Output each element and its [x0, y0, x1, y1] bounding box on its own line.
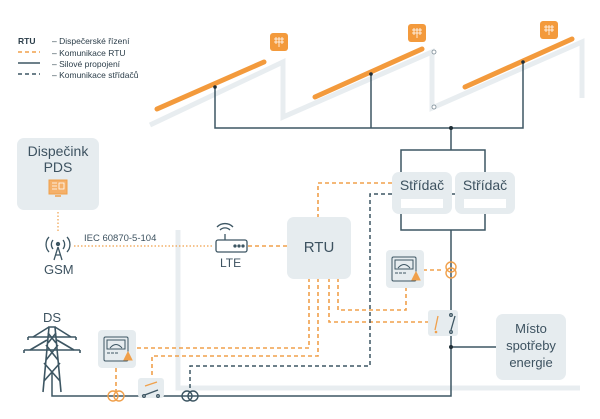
solar-icon-1: [270, 33, 288, 51]
consumption-line1: Místo: [515, 321, 547, 336]
solar-panel-3: [462, 36, 575, 90]
inverter-1-label: Střídač: [399, 177, 445, 193]
legend-key-rtu: RTU: [18, 36, 36, 46]
inverter-box-1: Střídač: [392, 172, 452, 214]
inverter-1-display: [401, 199, 443, 208]
consumption-line3: energie: [509, 355, 553, 370]
protocol-label: IEC 60870-5-104: [84, 233, 157, 244]
legend-key-dark-dashed: [18, 69, 40, 81]
power-tower-icon: [23, 326, 81, 393]
plant-meter-icon: [391, 256, 421, 282]
grid-meter-icon: [103, 336, 133, 362]
solar-icon-2: [408, 24, 426, 42]
dispatch-pds-box: Dispečink PDS: [17, 138, 99, 210]
solar-icon-3: [540, 21, 558, 39]
plant-breaker-icon: [434, 313, 456, 334]
dispatch-subtitle: PDS: [43, 159, 73, 175]
lte-router-icon: [215, 222, 248, 253]
grid-breaker-icon: [141, 381, 160, 398]
consumption-line2: spotřeby: [506, 338, 556, 353]
grid-breaker-box: [138, 378, 164, 398]
inverter-2-display: [464, 199, 506, 208]
legend-item-inverter-comm: – Komunikace střídačů: [18, 69, 138, 81]
current-transformer-2: [181, 390, 199, 402]
legend-label: – Komunikace střídačů: [52, 70, 139, 80]
legend-key-solid-dark: [18, 58, 40, 70]
grid-label: DS: [43, 310, 62, 325]
gsm-label: GSM: [44, 262, 74, 277]
solar-panel-1: [154, 59, 267, 112]
building-outline: [175, 230, 580, 391]
inverter-box-2: Střídač: [455, 172, 515, 214]
legend-label: – Dispečerské řízení: [52, 36, 130, 46]
dispatch-title: Dispečink: [27, 143, 89, 159]
consumption-point-box: Místo spotřeby energie: [496, 314, 566, 380]
control-monitor-icon: [48, 179, 68, 197]
legend-item-power: – Silové propojení: [18, 58, 120, 70]
legend-key-orange-dashed: [18, 47, 40, 59]
rtu-box: RTU: [287, 217, 351, 279]
legend-label: – Silové propojení: [52, 59, 121, 69]
rtu-comm-lines: [115, 182, 460, 392]
lte-label: LTE: [220, 256, 242, 270]
gsm-antenna-icon: [45, 236, 71, 261]
legend-item-dispatch: RTU – Dispečerské řízení: [18, 36, 129, 46]
legend-item-rtu-comm: – Komunikace RTU: [18, 47, 126, 59]
solar-panel-2: [312, 46, 425, 100]
legend-label: – Komunikace RTU: [52, 48, 126, 58]
rtu-label: RTU: [303, 239, 335, 256]
current-transformer-1: [107, 390, 125, 402]
current-transformer-3: [445, 261, 457, 279]
inverter-2-label: Střídač: [462, 177, 508, 193]
